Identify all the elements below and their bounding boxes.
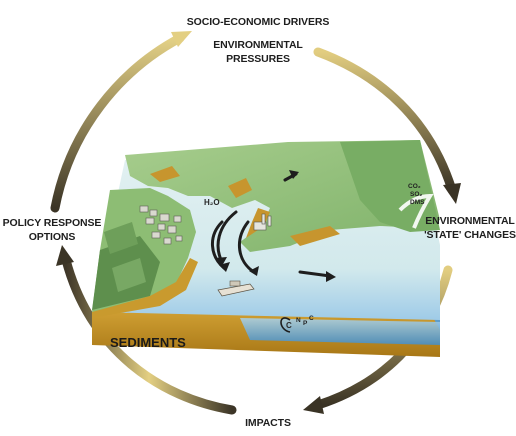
sediments-label: SEDIMENTS (110, 335, 186, 350)
mudflat-3 (228, 178, 252, 198)
policy-label-line1: POLICY RESPONSE (3, 217, 102, 229)
cycle-label-c: C (286, 321, 292, 330)
pressures-label-line1: ENVIRONMENTAL (213, 39, 303, 51)
flow-arrow-4 (298, 270, 332, 278)
arrowhead-policy (56, 245, 74, 266)
mudflat-2 (290, 226, 340, 246)
left-field-1 (104, 222, 138, 254)
town (139, 205, 183, 245)
flow-arrow-3 (237, 220, 256, 274)
flow-arrowheads (215, 170, 336, 282)
state-label-line2: 'STATE' CHANGES (424, 229, 516, 241)
arc-impacts-to-policy (61, 255, 237, 415)
so2-label: SO₂ (410, 191, 422, 198)
dms-label: DMS (410, 199, 425, 206)
cycle-label-p: P (303, 320, 308, 327)
ship (217, 280, 255, 297)
co2-label: CO₂ (408, 183, 421, 190)
left-shore (92, 258, 198, 318)
policy-label-line2: OPTIONS (29, 231, 76, 243)
cycle-label-n: N (296, 317, 301, 324)
arrowhead-drivers (171, 31, 192, 47)
drivers-label: SOCIO-ECONOMIC DRIVERS (187, 16, 330, 28)
estuary-block (92, 140, 440, 357)
left-field-2 (112, 258, 146, 292)
smoke-plume (398, 193, 434, 229)
arc-policy-to-drivers (50, 33, 185, 213)
arrowhead-impacts (303, 396, 324, 414)
cycle-label-c2: C (309, 315, 314, 322)
nutrient-cycle-swirl (280, 317, 291, 333)
state-label-line1: ENVIRONMENTAL (425, 215, 515, 227)
arc-pressures-to-state (313, 47, 457, 195)
pressures-label-line2: PRESSURES (226, 53, 290, 65)
deep-water (240, 318, 440, 345)
water-label: H₂O (204, 198, 220, 207)
industrial-plant (253, 213, 272, 231)
impacts-label: IMPACTS (245, 417, 291, 429)
mudflat-4 (150, 166, 180, 182)
far-land-right (340, 140, 440, 232)
arrowhead-state (443, 183, 461, 204)
